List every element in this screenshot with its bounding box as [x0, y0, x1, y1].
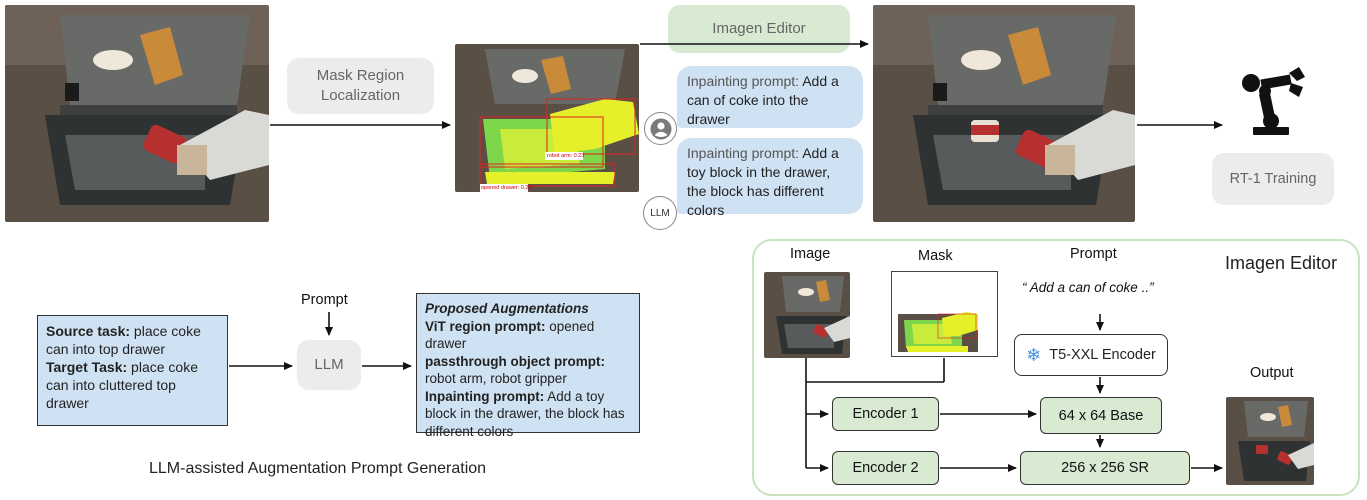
panel-input-image: [764, 272, 850, 358]
llm-badge: LLM: [643, 196, 677, 230]
proposed-augmentations-title: Proposed Augmentations: [425, 301, 589, 316]
sr-256-box: 256 x 256 SR: [1020, 451, 1190, 485]
encoder-2-box: Encoder 2: [832, 451, 939, 485]
robot-scene-photo-edited: [873, 5, 1135, 222]
source-task-text: place coke can into top drawer: [46, 323, 201, 357]
mask-region-localization-label: Mask Region Localization: [316, 67, 405, 104]
encoder-1-box: Encoder 1: [832, 397, 939, 431]
llm-box: LLM: [297, 340, 361, 390]
llm-badge-label: LLM: [650, 207, 670, 219]
llm-augmentation-caption: LLM-assisted Augmentation Prompt Generat…: [149, 460, 487, 477]
image-label: Image: [790, 246, 831, 262]
mask-overlay-photo: robot arm: 0.23 opened drawer: 0.20: [455, 44, 639, 192]
mask-region-localization-box: Mask Region Localization: [287, 58, 434, 114]
robot-arm-icon: [1235, 65, 1315, 140]
passthrough-object-prompt-label: passthrough object prompt:: [425, 353, 605, 369]
output-label: Output: [1250, 365, 1294, 381]
human-prompt-text: Add a can of coke into the drawer: [687, 73, 839, 127]
t5-xxl-encoder-box: ❄ T5-XXL Encoder: [1014, 334, 1168, 376]
robot-arm-box-label: robot arm: 0.23: [547, 153, 585, 159]
imagen-editor-panel-title: Imagen Editor: [1225, 253, 1338, 273]
mask-label: Mask: [918, 248, 953, 264]
vit-region-prompt-label: ViT region prompt:: [425, 318, 546, 334]
human-inpainting-prompt-bubble: Inpainting prompt: Add a can of coke int…: [677, 66, 863, 128]
human-user-icon: [644, 112, 677, 145]
prompt-example-text: “ Add a can of coke ..”: [1022, 280, 1154, 295]
rt1-training-box: RT-1 Training: [1212, 153, 1334, 205]
llm-prompt-text: Add a toy block in the drawer, the block…: [687, 145, 839, 218]
robot-scene-photo-original: [5, 5, 269, 222]
rt1-training-label: RT-1 Training: [1229, 171, 1317, 187]
llm-box-label: LLM: [314, 356, 344, 373]
snowflake-icon: ❄: [1026, 345, 1042, 365]
source-target-task-box: Source task: place coke can into top dra…: [37, 315, 228, 426]
source-task-label: Source task:: [46, 323, 131, 339]
encoder-2-label: Encoder 2: [852, 460, 919, 476]
prompt-label-left: Prompt: [301, 292, 348, 308]
panel-output-image: [1226, 397, 1314, 485]
llm-prompt-prefix: Inpainting prompt:: [687, 145, 800, 161]
sr-256-label: 256 x 256 SR: [1061, 460, 1149, 476]
target-task-text: place coke can into cluttered top drawer: [46, 359, 198, 411]
t5-xxl-encoder-label: T5-XXL Encoder: [1049, 347, 1156, 363]
target-task-label: Target Task:: [46, 359, 128, 375]
inpainting-prompt-text: Add a toy block in the drawer, the block…: [425, 388, 625, 439]
passthrough-object-prompt-text: robot arm, robot gripper: [425, 371, 567, 386]
vit-region-prompt-text: opened drawer: [425, 318, 595, 352]
panel-mask-image: [891, 271, 998, 357]
encoder-1-label: Encoder 1: [852, 406, 919, 422]
base-64-label: 64 x 64 Base: [1058, 407, 1144, 424]
imagen-editor-label-top: Imagen Editor: [712, 20, 806, 37]
base-64-box: 64 x 64 Base: [1040, 397, 1162, 434]
imagen-editor-box-top: Imagen Editor: [668, 5, 850, 53]
inpainting-prompt-label: Inpainting prompt:: [425, 388, 545, 404]
prompt-label-panel: Prompt: [1070, 246, 1117, 262]
imagen-editor-panel: [752, 239, 1360, 496]
proposed-augmentations-box: Proposed Augmentations ViT region prompt…: [416, 293, 640, 439]
human-prompt-prefix: Inpainting prompt:: [687, 73, 800, 89]
llm-inpainting-prompt-bubble: Inpainting prompt: Add a toy block in th…: [677, 138, 863, 218]
opened-drawer-box-label: opened drawer: 0.20: [481, 185, 532, 191]
